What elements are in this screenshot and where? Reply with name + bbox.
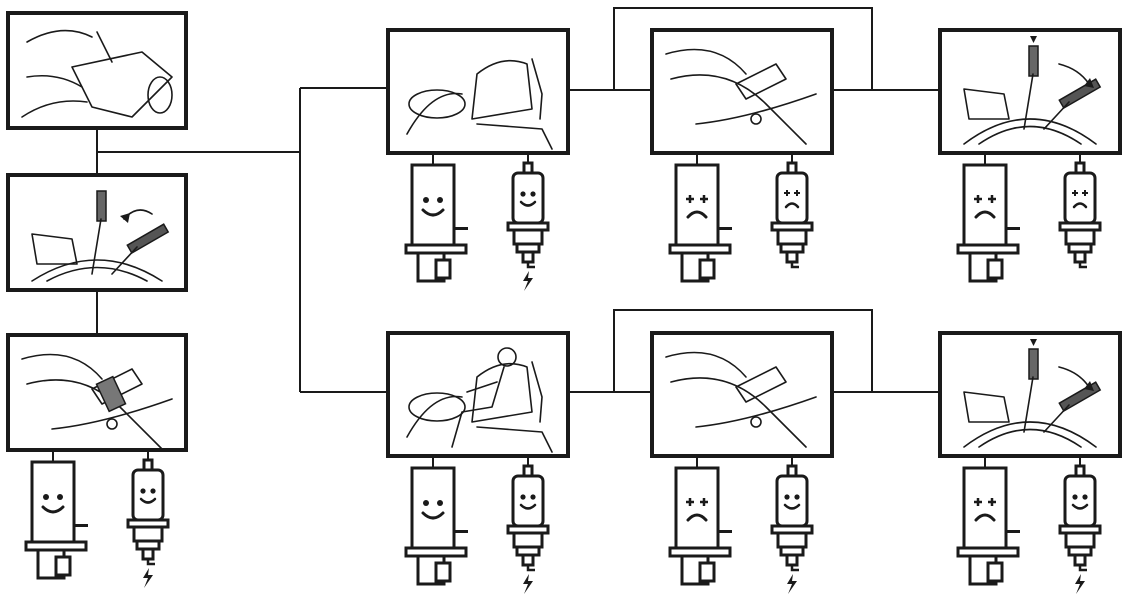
- relay-face-icon: [668, 466, 732, 586]
- spark-plug-face-icon: [1058, 161, 1102, 269]
- spark-plug-face-icon: [126, 458, 170, 588]
- spark-plug-face-icon: [770, 464, 814, 594]
- lightning-bolt-icon: [523, 574, 533, 594]
- lightning-bolt-icon: [523, 271, 533, 291]
- connector-line: [613, 309, 873, 392]
- spark-plug-face-icon: [770, 161, 814, 269]
- relay-face-icon: [404, 466, 468, 586]
- seat-and-mower-deck-illustration: [21, 29, 173, 118]
- lightning-bolt-icon: [1075, 574, 1085, 594]
- lever-area-illustration: [665, 351, 817, 448]
- relay-face-icon: [956, 163, 1020, 283]
- spark-plug-face-icon: [506, 464, 550, 594]
- diagram-panel: [6, 11, 188, 130]
- lever-moved-up-illustration: [31, 190, 170, 282]
- diagram-panel: [938, 331, 1122, 458]
- relay-face-icon: [956, 466, 1020, 586]
- operator-seated-illustration: [406, 347, 553, 453]
- spark-plug-face-icon: [1058, 464, 1102, 594]
- empty-seat-illustration: [406, 58, 553, 150]
- diagram-panel: [938, 28, 1122, 155]
- lightning-bolt-icon: [787, 574, 797, 594]
- lever-pushed-down-illustration: [963, 339, 1102, 448]
- lightning-bolt-icon: [143, 568, 153, 588]
- lever-pushed-down-illustration: [963, 36, 1102, 145]
- connector-lines: [96, 7, 940, 393]
- pedal-area-illustration: [21, 353, 173, 450]
- diagram-panel: [386, 331, 570, 458]
- diagram-panel: [650, 331, 834, 458]
- diagram-panel: [650, 28, 834, 155]
- panel-group: [6, 11, 1122, 458]
- lever-area-illustration: [665, 48, 817, 145]
- spark-plug-face-icon: [506, 161, 550, 291]
- icon-group: [24, 153, 1102, 594]
- connector-line: [613, 7, 873, 90]
- relay-face-icon: [24, 460, 88, 580]
- diagram-panel: [6, 173, 188, 292]
- diagram-panel: [386, 28, 570, 155]
- relay-face-icon: [668, 163, 732, 283]
- relay-face-icon: [404, 163, 468, 283]
- diagram-panel: [6, 333, 188, 452]
